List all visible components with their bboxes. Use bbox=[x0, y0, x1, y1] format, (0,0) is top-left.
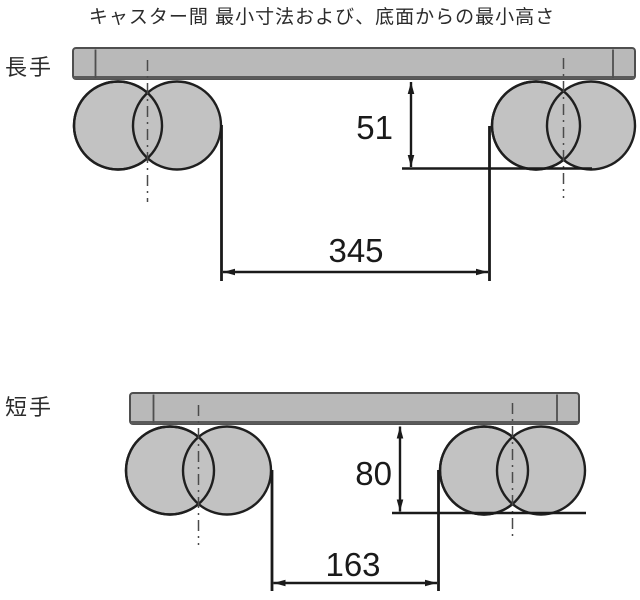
long-side-label: 長手 bbox=[5, 55, 53, 80]
short-side-label: 短手 bbox=[5, 395, 53, 420]
long-side-diagram: 長手 51 345 bbox=[5, 47, 637, 281]
short-side-diagram: 短手 80 163 bbox=[5, 392, 587, 591]
short-side-height-value: 80 bbox=[355, 455, 392, 492]
caster-wheel-outline bbox=[124, 425, 216, 516]
long-side-gap-value: 345 bbox=[328, 232, 383, 269]
caster-wheel-outline bbox=[72, 80, 164, 171]
diagram-title: キャスター間 最小寸法および、底面からの最小高さ bbox=[89, 6, 555, 28]
caster-wheel bbox=[131, 80, 223, 171]
caster-wheel bbox=[545, 80, 637, 171]
short-side-base-bar bbox=[129, 392, 580, 425]
caster-wheel bbox=[495, 425, 587, 516]
long-side-base-bar bbox=[72, 47, 636, 80]
caster-wheel bbox=[181, 425, 273, 516]
long-side-height-value: 51 bbox=[356, 109, 393, 146]
short-side-gap-value: 163 bbox=[325, 546, 380, 583]
caster-wheel-outline bbox=[438, 425, 530, 516]
